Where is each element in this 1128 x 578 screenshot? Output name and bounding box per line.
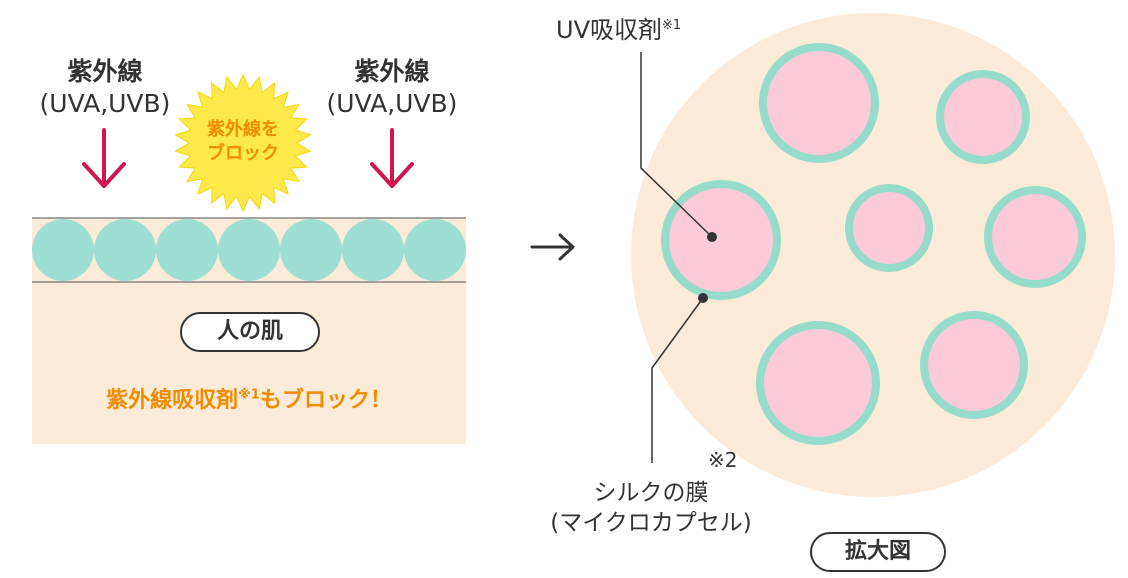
burst-line-2: ブロック [207,143,279,164]
silk-bead [218,219,280,281]
zoom-arrow [530,233,575,261]
silk-bead [32,219,94,281]
film-dot [698,293,708,303]
uv-label-right: 紫外線 [354,57,430,86]
uv-label-left: 紫外線 [67,57,143,86]
absorber-text: UV吸収剤 [556,16,662,44]
microcapsules [661,43,1086,445]
microcapsule [661,180,781,300]
uv-arrow-left [82,128,126,188]
microcapsule [756,321,880,445]
absorber-leader [640,52,713,238]
microcapsule [759,43,879,163]
silk-bead [342,219,404,281]
silk-bead [94,219,156,281]
absorber-label: UV吸収剤※1 [556,10,681,45]
microcapsule [936,70,1030,164]
burst-line-1: 紫外線を [207,119,279,140]
leader-lines [640,52,713,463]
absorber-note: ※1 [661,18,682,33]
microcapsule [984,186,1086,288]
absorber-dot [707,232,717,242]
silk-bead [404,219,466,281]
skin-label: 人の肌 [180,312,320,352]
film-leader [651,297,704,463]
zoom-label: 拡大図 [810,532,946,572]
film-sub: (マイクロカプセル) [550,510,752,536]
film-label-block: シルクの膜 (マイクロカプセル) [541,478,761,538]
silk-bead [280,219,342,281]
uv-arrow-right [370,128,414,188]
microcapsule [845,184,933,272]
uv-sub-left: (UVA,UVB) [39,89,171,118]
film-note: ※2 [708,448,738,472]
block-note: ※1 [238,387,260,403]
block-starburst [174,73,312,213]
uv-sub-right: (UVA,UVB) [326,89,458,118]
microcapsule [920,311,1028,419]
silk-beads [32,219,466,281]
block-message: 紫外線吸収剤※1もブロック！ [32,382,466,414]
film-label: シルクの膜 [593,480,709,506]
burst-text: 紫外線を ブロック [183,118,303,166]
block-text: 紫外線吸収剤 [106,388,239,413]
block-text-end: もブロック！ [259,388,392,413]
silk-bead [156,219,218,281]
